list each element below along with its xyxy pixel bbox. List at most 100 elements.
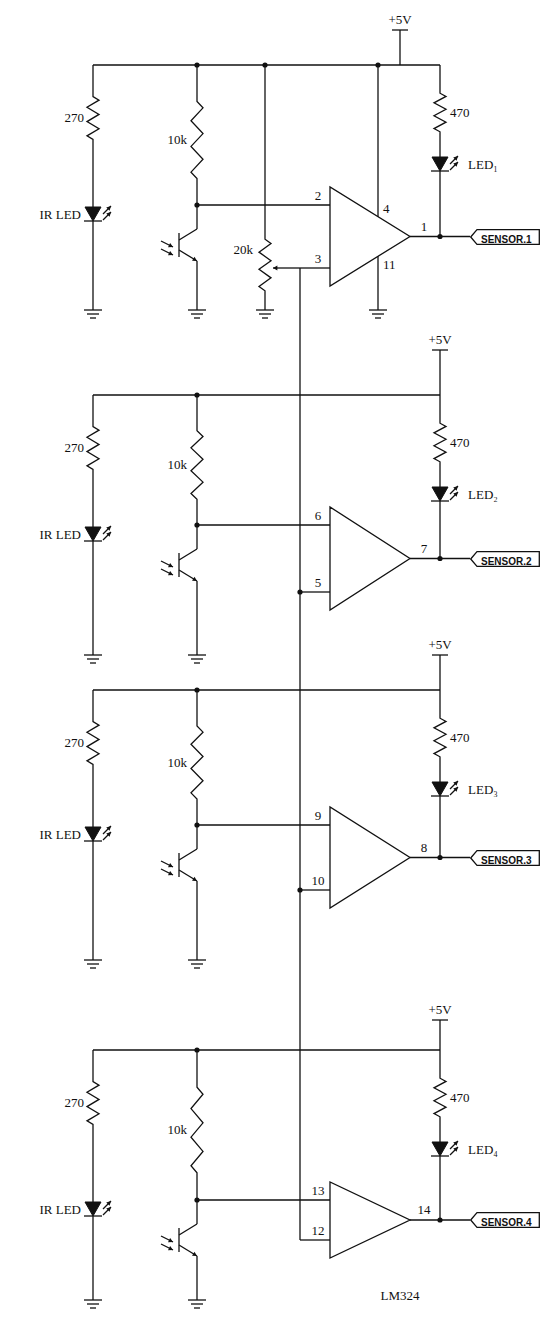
wire — [439, 65, 440, 90]
phototransistor-symbol — [161, 569, 173, 575]
led-symbol — [85, 1202, 101, 1216]
component-label: +5V — [388, 13, 411, 27]
led-symbol — [85, 207, 101, 221]
component-label: +5V — [428, 333, 451, 347]
wire — [410, 857, 470, 858]
ground-symbol — [259, 313, 271, 314]
pin-number: 470 — [450, 731, 470, 745]
supply-symbol — [432, 349, 448, 350]
resistor-symbol — [191, 95, 203, 185]
ground-symbol — [84, 959, 102, 960]
resistor-symbol — [434, 715, 446, 760]
wire — [439, 690, 440, 715]
wire — [93, 1049, 440, 1050]
wire — [196, 690, 197, 720]
ground-symbol — [194, 967, 200, 968]
led-symbol — [450, 1147, 458, 1155]
ground-symbol — [194, 1307, 200, 1308]
phototransistor-symbol — [178, 233, 179, 257]
wire — [300, 267, 330, 268]
resistor-symbol — [191, 720, 203, 805]
resistor-symbol — [259, 235, 271, 295]
resistor-symbol — [87, 93, 99, 143]
pin-number: 270 — [65, 441, 85, 455]
led-symbol — [106, 826, 111, 831]
wire — [92, 541, 93, 655]
phototransistor-symbol — [168, 871, 173, 875]
wire — [439, 350, 440, 395]
wire — [93, 394, 440, 395]
wire — [92, 143, 93, 207]
phototransistor-symbol — [179, 549, 197, 560]
resistor-symbol — [191, 1080, 203, 1180]
wire — [300, 591, 330, 592]
pin-number: 4 — [383, 202, 390, 216]
resistor-symbol — [87, 1078, 99, 1128]
wire — [377, 65, 378, 217]
pin-number: 8 — [421, 841, 428, 855]
signal-name: SENSOR.4 — [470, 1215, 532, 1231]
component-label: IR LED — [39, 208, 81, 222]
phototransistor-symbol — [179, 570, 197, 581]
ground-symbol — [90, 967, 96, 968]
led-symbol — [103, 832, 111, 840]
led-symbol — [103, 532, 111, 540]
ground-symbol — [194, 662, 200, 663]
wire — [399, 30, 400, 65]
wire — [92, 65, 93, 93]
component-label: LED₁ — [468, 158, 498, 172]
phototransistor-symbol — [168, 243, 173, 247]
ground-symbol — [87, 313, 99, 314]
ground-symbol — [262, 317, 268, 318]
component-label: 10k — [168, 1123, 188, 1137]
phototransistor-symbol — [168, 1238, 173, 1242]
component-label: +5V — [428, 638, 451, 652]
ground-symbol — [188, 309, 206, 310]
resistor-symbol — [87, 718, 99, 768]
led-symbol — [106, 832, 111, 837]
wire — [410, 236, 470, 237]
wire — [92, 221, 93, 310]
resistor-symbol — [434, 90, 446, 135]
phototransistor-symbol — [161, 1236, 173, 1242]
wire — [439, 135, 440, 157]
wire — [439, 501, 440, 559]
junction-dot — [262, 62, 267, 67]
pin-number: 11 — [383, 258, 396, 272]
component-label: IR LED — [39, 528, 81, 542]
pin-number: 10 — [312, 874, 325, 888]
component-label: LED₄ — [468, 1143, 498, 1157]
opamp-symbol — [330, 507, 410, 610]
wire — [439, 395, 440, 420]
phototransistor-symbol — [179, 229, 197, 240]
wire — [264, 295, 265, 310]
led-symbol — [432, 782, 448, 796]
wire — [439, 1156, 440, 1220]
potentiometer-wiper — [273, 266, 277, 271]
phototransistor-symbol — [179, 1224, 197, 1235]
signal-tag: SENSOR.2 — [470, 551, 540, 567]
ground-symbol — [191, 658, 203, 659]
led-symbol — [450, 492, 458, 500]
phototransistor-symbol — [161, 241, 173, 247]
led-symbol — [450, 787, 458, 795]
led-symbol — [453, 156, 458, 161]
wire — [439, 1120, 440, 1142]
component-label: 20k — [234, 243, 254, 257]
ground-symbol — [87, 963, 99, 964]
pin-number: 470 — [450, 106, 470, 120]
ground-symbol — [188, 959, 206, 960]
component-label: IR LED — [39, 1203, 81, 1217]
led-symbol — [453, 787, 458, 792]
resistor-symbol — [434, 1075, 446, 1120]
wire — [93, 689, 440, 690]
wire — [300, 1239, 330, 1240]
resistor-symbol — [434, 420, 446, 465]
led-symbol — [453, 781, 458, 786]
wire — [92, 473, 93, 527]
phototransistor-symbol — [179, 250, 197, 261]
supply-symbol — [432, 654, 448, 655]
wire — [92, 1050, 93, 1078]
wire — [196, 1050, 197, 1080]
wire — [264, 65, 265, 235]
